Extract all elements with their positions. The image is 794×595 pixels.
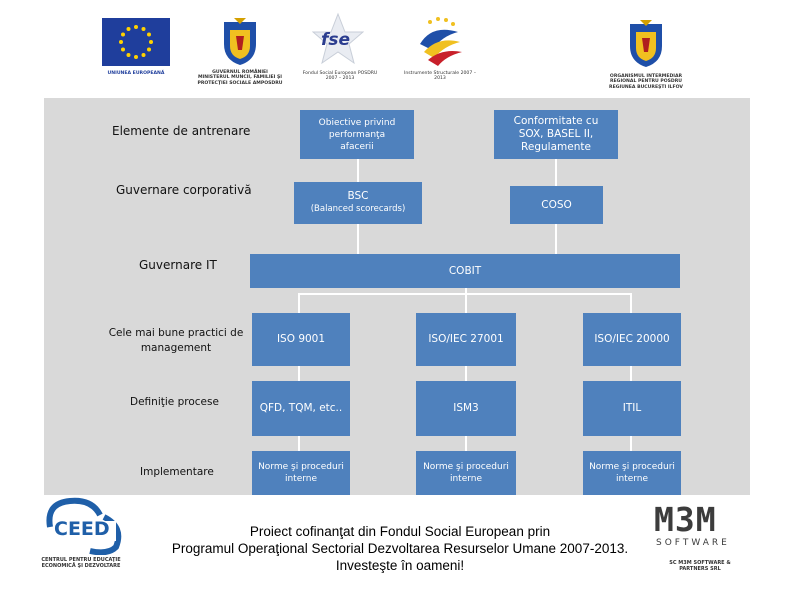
- instrumente-structurale-label: Instrumente Structurale 2007 – 2013: [403, 71, 477, 82]
- footer-text: Proiect cofinanţat din Fondul Social Eur…: [130, 523, 670, 574]
- connector-qfd-norms: [298, 436, 300, 451]
- connector-itil-norms: [630, 436, 632, 451]
- connector-iso20000-itil: [630, 366, 632, 381]
- box-iso27001: ISO/IEC 27001: [416, 313, 516, 366]
- box-cobit: COBIT: [250, 254, 680, 288]
- coat-of-arms-label-2: ORGANISMUL INTERMEDIAR REGIONAL PENTRU P…: [609, 74, 683, 90]
- connector-ism3-norms: [465, 436, 467, 451]
- connector-iso9001-qfd: [298, 366, 300, 381]
- m3m-logo-subtitle: SOFTWARE: [656, 538, 730, 548]
- connector-coso-cobit: [555, 224, 557, 254]
- level-implementation: Implementare: [140, 466, 214, 478]
- coat-of-arms-icon: [630, 20, 662, 67]
- box-ism3: ISM3: [416, 381, 516, 436]
- fse-text: fse: [321, 30, 351, 50]
- box-norms-2: Norme şi proceduri interne: [416, 451, 516, 495]
- ceed-logo-icon: [46, 497, 122, 555]
- level-best-practices: Cele mai bune practici de management: [108, 327, 244, 354]
- box-bsc-title: BSC: [347, 190, 369, 202]
- box-iso9001: ISO 9001: [252, 313, 350, 366]
- connector-objectives-bsc: [357, 159, 359, 182]
- eu-flag-icon: [102, 18, 170, 66]
- coat-of-arms-label-1: GUVERNUL ROMÂNIEI MINISTERUL MUNCII, FAM…: [197, 70, 283, 86]
- connector-to-iso20000: [630, 293, 632, 313]
- box-business-objectives: Obiective privind performanţa afacerii: [300, 110, 414, 159]
- footer-line-1: Proiect cofinanţat din Fondul Social Eur…: [249, 524, 551, 539]
- box-coso: COSO: [510, 186, 603, 224]
- level-it-governance: Guvernare IT: [139, 258, 217, 272]
- connector-iso27001-ism3: [465, 366, 467, 381]
- m3m-logo-text: M3M: [654, 500, 717, 539]
- box-compliance: Conformitate cu SOX, BASEL II, Regulamen…: [494, 110, 618, 159]
- box-qfd: QFD, TQM, etc..: [252, 381, 350, 436]
- box-bsc: BSC (Balanced scorecards): [294, 182, 422, 224]
- box-bsc-subtitle: (Balanced scorecards): [310, 204, 406, 214]
- box-norms-1: Norme şi proceduri interne: [252, 451, 350, 495]
- connector-to-iso27001: [465, 288, 467, 313]
- level-corporate-governance: Guvernare corporativă: [116, 183, 252, 197]
- fse-star-icon: [312, 12, 364, 65]
- connector-bsc-cobit: [357, 224, 359, 254]
- footer-line-3: Investeşte în oameni!: [335, 558, 465, 573]
- connector-compliance-coso: [555, 159, 557, 186]
- connector-to-iso9001: [298, 293, 300, 313]
- level-drivers: Elemente de antrenare: [112, 124, 251, 138]
- eu-flag-label: UNIUNEA EUROPEANĂ: [107, 71, 165, 76]
- ceed-logo-text: CEED: [54, 518, 110, 540]
- fse-label: Fondul Social European POSDRU 2007 – 201…: [302, 71, 378, 82]
- box-itil: ITIL: [583, 381, 681, 436]
- coat-of-arms-icon: [224, 18, 256, 65]
- level-process-definition: Definiţie procese: [130, 396, 219, 408]
- ceed-label: CENTRUL PENTRU EDUCAŢIE ECONOMICĂ ŞI DEZ…: [41, 557, 121, 569]
- box-norms-3: Norme şi proceduri interne: [583, 451, 681, 495]
- footer-line-2: Programul Operaţional Sectorial Dezvolta…: [171, 541, 629, 556]
- m3m-label: SC M3M SOFTWARE & PARTNERS SRL: [669, 560, 731, 572]
- box-iso20000: ISO/IEC 20000: [583, 313, 681, 366]
- instrumente-structurale-icon: [420, 17, 462, 66]
